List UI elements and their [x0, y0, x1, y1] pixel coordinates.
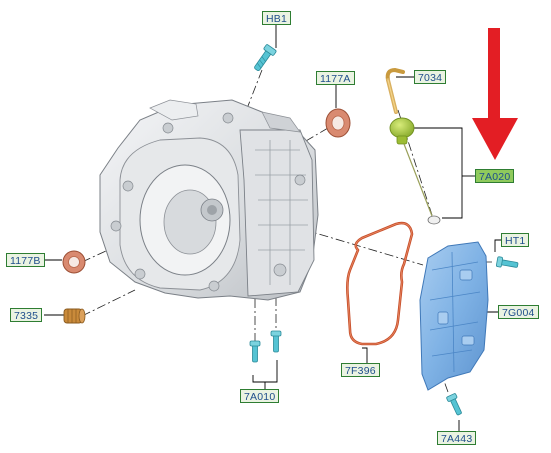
bolt-icon — [446, 393, 462, 416]
bolt-icon — [270, 330, 282, 353]
leader-lines — [44, 25, 501, 432]
callout-7a010[interactable]: 7A010 — [240, 389, 280, 403]
callout-7335[interactable]: 7335 — [10, 308, 43, 322]
dipstick-tube-icon — [385, 67, 405, 114]
callout-7g004[interactable]: 7G004 — [498, 305, 539, 319]
bolt-icon — [249, 340, 261, 363]
callout-7a443[interactable]: 7A443 — [437, 431, 477, 445]
callout-hb1[interactable]: HB1 — [262, 11, 292, 25]
valve-body-icon — [419, 241, 489, 391]
callout-7a020[interactable]: 7A020 — [475, 169, 515, 183]
filter-icon — [389, 117, 441, 225]
seal-ring-icon — [325, 108, 351, 138]
indicator-arrow-icon — [472, 28, 518, 160]
bolt-icon — [254, 44, 277, 71]
plug-icon — [63, 308, 86, 324]
callout-ht1[interactable]: HT1 — [501, 233, 530, 247]
transmission-case — [99, 99, 319, 301]
gasket-icon — [346, 221, 414, 346]
callout-7f396[interactable]: 7F396 — [341, 363, 380, 377]
callout-1177b[interactable]: 1177B — [6, 253, 45, 267]
bolt-icon — [496, 256, 519, 268]
callout-7034[interactable]: 7034 — [414, 70, 447, 84]
callout-1177a[interactable]: 1177A — [316, 71, 355, 85]
seal-ring-icon — [62, 250, 86, 274]
